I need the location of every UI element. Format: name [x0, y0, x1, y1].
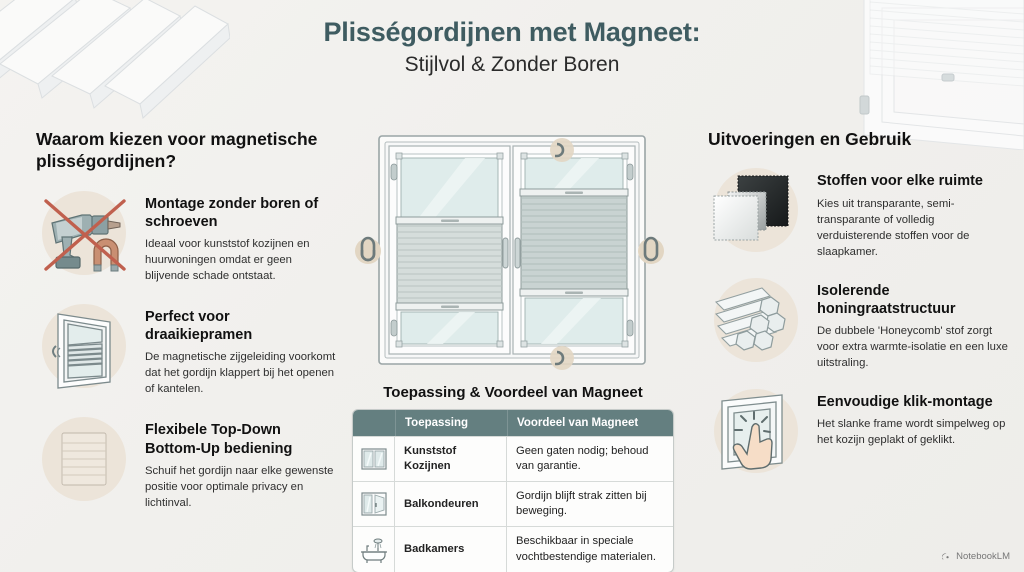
table-cell-use: Kunststof Kozijnen — [395, 436, 507, 482]
feature-body: Schuif het gordijn naar elke gewenste po… — [145, 464, 334, 509]
balcony-door-icon — [353, 481, 395, 527]
table-header-voordeel: Voordeel van Magneet — [507, 410, 673, 436]
left-column-heading: Waarom kiezen voor magnetische plisségor… — [36, 129, 318, 172]
page-subtitle: Stijlvol & Zonder Boren — [404, 53, 620, 77]
feature-body: De dubbele 'Honeycomb' stof zorgt voor e… — [817, 324, 1008, 369]
table-row: Balkondeuren Gordijn blijft strak zitten… — [353, 481, 673, 527]
table-title: Toepassing & Voordeel van Magneet — [383, 384, 643, 401]
watermark-label: NotebookLM — [956, 551, 1010, 562]
drill-no-drilling-icon — [36, 185, 132, 281]
fabric-swatches-icon — [708, 162, 804, 258]
feature-body: De magnetische zijgeleiding voorkomt dat… — [145, 351, 336, 396]
table-cell-advantage: Beschikbaar in speciale vochtbestendige … — [507, 526, 673, 571]
honeycomb-structure-icon — [708, 272, 804, 368]
feature-title: Montage zonder boren of schroeven — [145, 195, 319, 230]
feature-body: Ideaal voor kunststof kozijnen en huurwo… — [145, 238, 310, 283]
double-window-with-pleated-blinds — [355, 128, 670, 378]
notebooklm-logo-icon — [942, 553, 949, 560]
feature-no-drilling: Montage zonder boren of schroeven Ideaal… — [36, 189, 336, 284]
feature-body: Het slanke frame wordt simpelweg op het … — [817, 418, 1006, 447]
notebooklm-watermark: NotebookLM — [941, 551, 1010, 562]
feature-top-down-bottom-up: Flexibele Top-Down Bottom-Up bediening S… — [36, 415, 336, 510]
plastic-window-icon — [353, 436, 395, 482]
table-row: Kunststof Kozijnen Geen gaten nodig; beh… — [353, 436, 673, 482]
feature-title: Perfect voor draaikiepramen — [145, 309, 253, 344]
right-column: Uitvoeringen en Gebruik — [708, 128, 1008, 495]
right-column-heading: Uitvoeringen en Gebruik — [708, 129, 912, 149]
table-cell-advantage: Gordijn blijft strak zitten bij beweging… — [507, 481, 673, 526]
table-cell-advantage: Geen gaten nodig; behoud van garantie. — [507, 436, 673, 481]
page-header: Plisségordijnen met Magneet: Stijlvol & … — [0, 16, 1024, 78]
comparison-table-block: Toepassing & Voordeel van Magneet Toepas… — [352, 384, 674, 572]
comparison-table: Toepassing Voordeel van Magneet — [352, 409, 674, 572]
table-header-icon — [353, 410, 395, 436]
table-cell-use: Badkamers — [395, 526, 507, 572]
magnet-icon-bottom — [550, 346, 574, 370]
page-title: Plisségordijnen met Magneet: — [323, 17, 701, 47]
magnet-icon-top — [550, 138, 574, 162]
feature-click-mount: Eenvoudige klik-montage Het slanke frame… — [708, 387, 1008, 479]
table-cell-use: Balkondeuren — [395, 481, 507, 527]
table-header-toepassing: Toepassing — [395, 410, 507, 436]
feature-title: Isolerende honingraatstructuur — [817, 282, 956, 317]
tilt-turn-window-icon — [36, 298, 132, 394]
table-row: Badkamers Beschikbaar in speciale vochtb… — [353, 526, 673, 572]
feature-body: Kies uit transparante, semi-transparante… — [817, 197, 970, 258]
magnet-icon-left — [355, 236, 381, 264]
left-column: Waarom kiezen voor magnetische plisségor… — [36, 128, 336, 529]
magnet-icon-right — [638, 236, 664, 264]
feature-tilt-turn-window: Perfect voor draaikiepramen De magnetisc… — [36, 302, 336, 397]
feature-title: Eenvoudige klik-montage — [817, 393, 993, 410]
top-down-bottom-up-icon — [36, 411, 132, 507]
click-mount-hand-icon — [708, 383, 804, 479]
table-header-row: Toepassing Voordeel van Magneet — [353, 410, 673, 436]
feature-title: Stoffen voor elke ruimte — [817, 173, 983, 190]
feature-fabrics: Stoffen voor elke ruimte Kies uit transp… — [708, 166, 1008, 259]
feature-honeycomb: Isolerende honingraatstructuur De dubbel… — [708, 276, 1008, 371]
feature-title: Flexibele Top-Down Bottom-Up bediening — [145, 422, 293, 457]
bathtub-icon — [353, 526, 395, 572]
